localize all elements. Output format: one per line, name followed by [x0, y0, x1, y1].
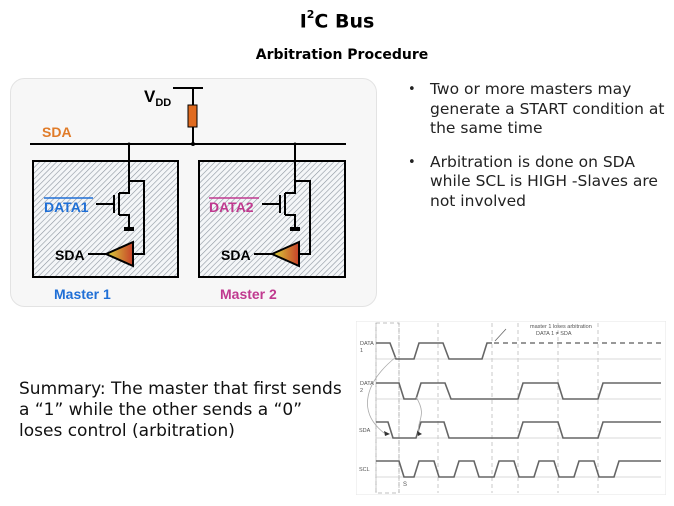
start-box [375, 322, 400, 494]
annotation-pointer [494, 328, 507, 342]
timing-waves [367, 328, 661, 478]
buffer-triangle-1 [103, 240, 134, 268]
signal-label: 2 [360, 388, 363, 394]
bullet-list: •Two or more masters may generate a STAR… [408, 80, 668, 225]
vdd-label: VDD [144, 87, 171, 109]
wave-data2 [376, 382, 661, 400]
master-2-block: DATA2 SDA [198, 144, 346, 278]
causal-curve-1 [367, 356, 397, 434]
arbitration-annotation-2: DATA 1 ≠ SDA [536, 331, 572, 337]
signal-label: DATA [360, 381, 374, 387]
sda-input-label-1: SDA [55, 247, 85, 263]
master-2-label: Master 2 [220, 286, 277, 302]
buffer-triangle-2 [269, 240, 300, 268]
arrow-head-1 [384, 431, 390, 436]
slide-title: I2C Bus [0, 8, 674, 33]
arrow-head-2 [417, 431, 422, 436]
signal-label: SCL [359, 467, 370, 473]
bullet-dot-icon: • [408, 154, 416, 170]
arbitration-annotation-1: master 1 loses arbitration [530, 324, 592, 330]
slide-subtitle: Arbitration Procedure [255, 47, 429, 63]
bullet-item: •Two or more masters may generate a STAR… [408, 80, 665, 137]
bullet-item: •Arbitration is done on SDA while SCL is… [408, 152, 658, 210]
circuit-diagram: VDD SDA DATA1 SDA Master 1 [10, 78, 377, 307]
signal-label: 1 [360, 348, 363, 354]
master-1-label: Master 1 [54, 286, 111, 302]
wave-scl [376, 460, 661, 478]
signal-label: DATA [360, 341, 374, 347]
signal-label: SDA [359, 428, 371, 434]
data1-label: DATA1 [44, 199, 89, 215]
wave-sda [376, 421, 661, 439]
data2-label: DATA2 [209, 199, 254, 215]
sda-bus-label: SDA [42, 124, 72, 140]
causal-curve-2 [415, 396, 422, 434]
master-1-block: DATA1 SDA [32, 144, 179, 278]
timing-frame [356, 321, 666, 495]
sda-input-label-2: SDA [221, 247, 251, 263]
title-text-prefix: I [299, 10, 307, 33]
start-label: S [403, 482, 407, 488]
bullet-dot-icon: • [408, 82, 416, 97]
title-superscript: 2 [306, 8, 315, 21]
summary-text: Summary: The master that first sends a “… [19, 379, 342, 441]
pullup-resistor [187, 104, 198, 128]
wave-data1 [376, 342, 492, 360]
title-text-suffix: C Bus [314, 10, 375, 33]
